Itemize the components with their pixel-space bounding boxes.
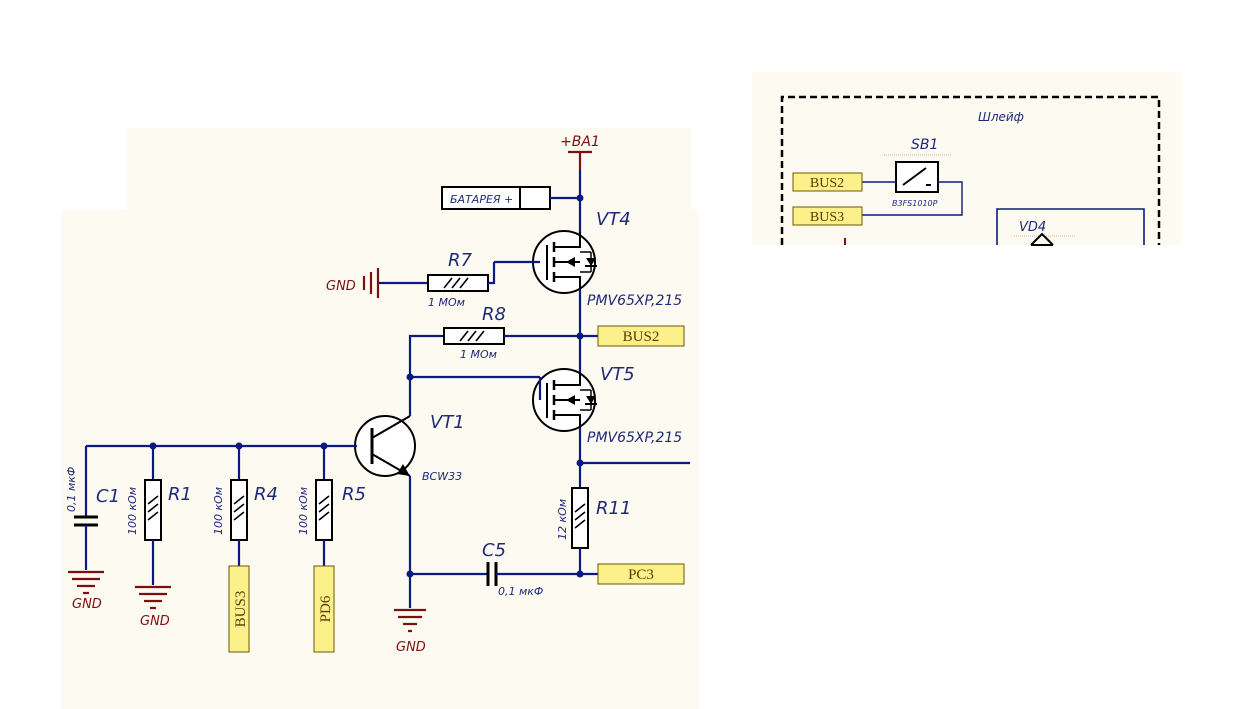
r1-value: 100 кОм xyxy=(126,487,139,535)
capacitor-c1: C1 0,1 мкФ xyxy=(65,446,120,570)
junction-emitter xyxy=(406,570,414,578)
ground-symbol-cap: GND xyxy=(68,570,104,612)
gnd-left-label: GND xyxy=(326,279,356,294)
r7-value: 1 MОм xyxy=(428,296,465,309)
gnd-cap-label: GND xyxy=(72,597,102,612)
ground-symbol-r1: GND xyxy=(135,585,171,629)
r4-value: 100 кОм xyxy=(212,487,225,535)
gnd-emitter-label: GND xyxy=(396,640,426,655)
loop-block: Шлейф SB1 B3FS1010P BUS2 BUS3 VD4 xyxy=(780,95,1161,246)
transistor-vt4: VT4 PMV65XP,215 xyxy=(494,209,682,309)
net-port-pc3: PC3 xyxy=(580,563,685,585)
resistor-r1: R1 100 кОм xyxy=(126,446,192,585)
r5-ref: R5 xyxy=(342,484,366,505)
r8-value: 1 MОм xyxy=(460,348,497,361)
pd6-port-label: PD6 xyxy=(318,595,334,622)
vt4-ref: VT4 xyxy=(596,209,631,230)
power-rail-label: +BA1 xyxy=(560,134,600,150)
bus2-port-label: BUS2 xyxy=(623,329,660,345)
vt5-part: PMV65XP,215 xyxy=(587,430,682,446)
transistor-vt1: VT1 BCW33 xyxy=(354,377,465,608)
vt1-ref: VT1 xyxy=(430,412,465,433)
resistor-r5: R5 100 кОм xyxy=(297,446,366,566)
sb1-part: B3FS1010P xyxy=(892,199,938,208)
junction-output xyxy=(576,459,584,467)
r11-ref: R11 xyxy=(596,498,631,519)
net-port-bus3: BUS3 xyxy=(228,565,250,653)
r8-ref: R8 xyxy=(482,304,506,325)
c5-value: 0,1 мкФ xyxy=(498,585,543,598)
r11-value: 12 кОм xyxy=(556,499,569,540)
r7-ref: R7 xyxy=(448,250,473,271)
vt4-part: PMV65XP,215 xyxy=(587,293,682,309)
diode-vd4: VD4 xyxy=(996,208,1145,246)
r1-ref: R1 xyxy=(168,484,192,505)
r5-value: 100 кОм xyxy=(297,487,310,535)
sb1-ref: SB1 xyxy=(911,137,938,153)
gnd-r1-label: GND xyxy=(140,614,170,629)
vd4-ref: VD4 xyxy=(1019,220,1046,235)
power-rail-ba1: +BA1 xyxy=(560,134,600,170)
loop-bus3-label: BUS3 xyxy=(810,210,844,225)
net-port-pd6: PD6 xyxy=(313,565,335,653)
resistor-r4: R4 100 кОм xyxy=(212,446,278,566)
c5-ref: C5 xyxy=(482,540,506,561)
ground-symbol-left: GND xyxy=(326,268,380,298)
battery-label: БАТАРЕЯ + xyxy=(450,193,513,206)
resistor-r8: R8 1 MОм xyxy=(408,304,580,377)
battery-connector: БАТАРЕЯ + xyxy=(441,186,580,210)
net-port-bus2: BUS2 xyxy=(580,325,685,347)
r4-ref: R4 xyxy=(254,484,278,505)
c1-ref: C1 xyxy=(96,486,120,507)
ground-symbol-emitter: GND xyxy=(394,608,426,655)
capacitor-c5: C5 0,1 мкФ xyxy=(410,540,580,598)
main-panel-top xyxy=(127,128,690,218)
loop-port-bus2 xyxy=(792,172,863,192)
resistor-r11: R11 12 кОм xyxy=(556,487,631,574)
loop-bus2-label: BUS2 xyxy=(810,176,844,191)
c1-value: 0,1 мкФ xyxy=(65,467,78,512)
transistor-vt5: VT5 PMV65XP,215 xyxy=(410,364,682,446)
switch-sb1: SB1 B3FS1010P xyxy=(884,137,952,208)
pc3-port-label: PC3 xyxy=(628,567,654,583)
vt5-ref: VT5 xyxy=(600,364,635,385)
vt1-part: BCW33 xyxy=(422,470,462,483)
junction-battery xyxy=(576,194,584,202)
loop-port-bus3 xyxy=(792,206,863,226)
resistor-r7: R7 1 MОм xyxy=(378,250,496,309)
loop-title: Шлейф xyxy=(978,110,1024,124)
bus3-port-label: BUS3 xyxy=(233,591,249,628)
